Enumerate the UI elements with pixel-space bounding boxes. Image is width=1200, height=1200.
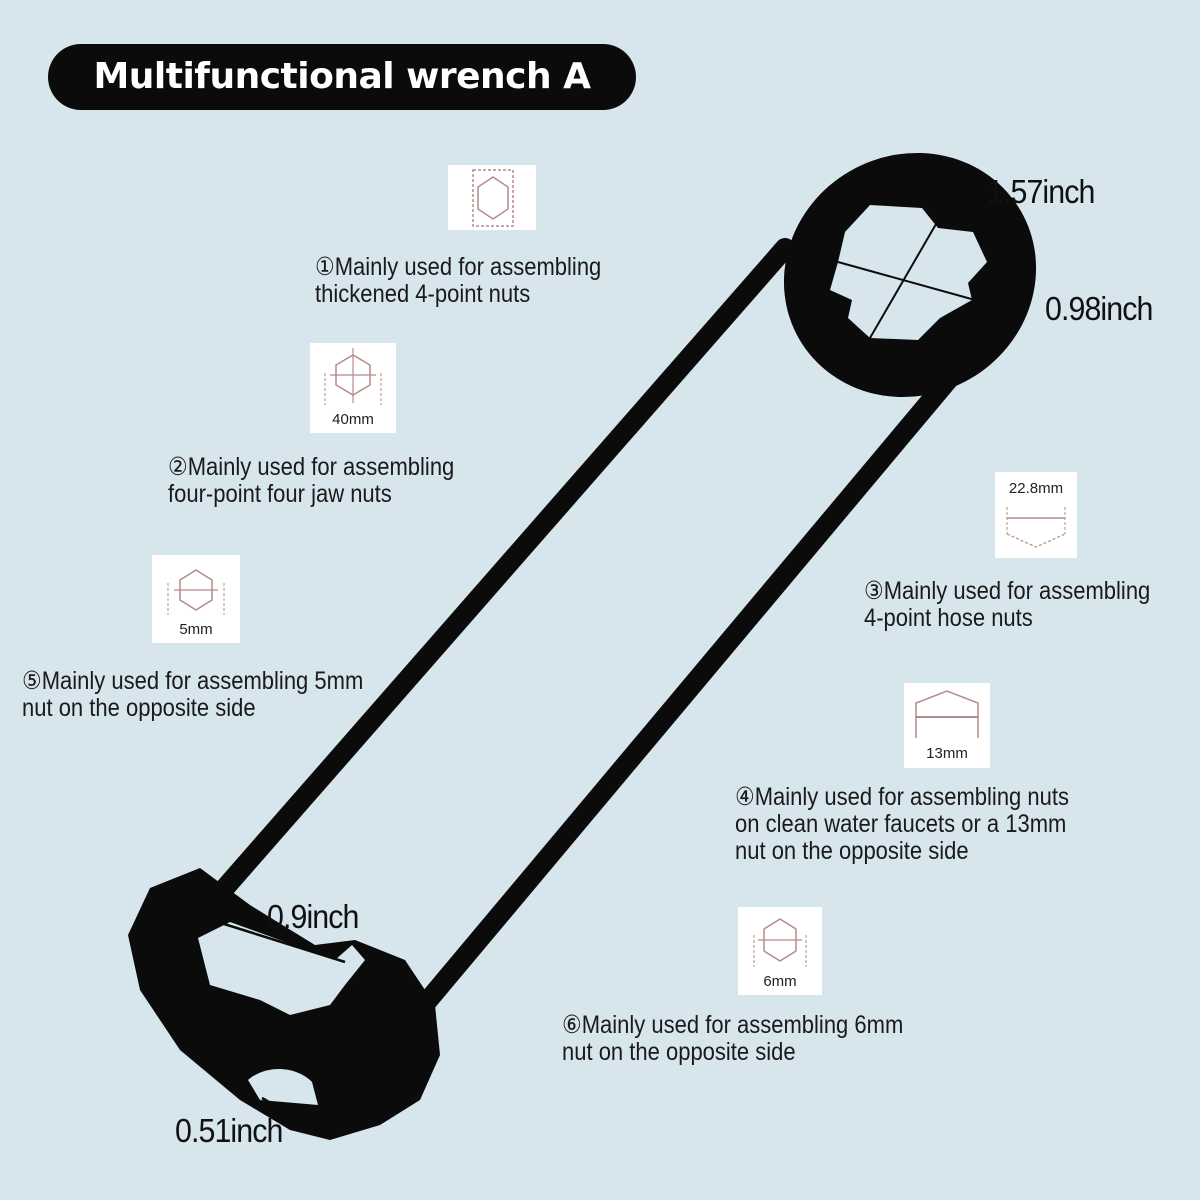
feature-2-line2: four-point four jaw nuts [168, 480, 392, 508]
feature-6-text: ⑥Mainly used for assembling 6mm nut on t… [562, 1012, 903, 1066]
nut-diagram-2: 40mm [310, 343, 396, 433]
feature-6-line2: nut on the opposite side [562, 1038, 796, 1066]
nut-diagram-1 [448, 165, 536, 230]
feature-4-line3: nut on the opposite side [735, 837, 969, 865]
hose-nut-icon [1006, 507, 1066, 548]
feature-5-line1: ⑤Mainly used for assembling 5mm [22, 667, 364, 695]
nut-diagram-2-label: 40mm [332, 411, 374, 428]
nut-diagram-3-label: 22.8mm [1008, 480, 1064, 497]
feature-6-line1: ⑥Mainly used for assembling 6mm [562, 1011, 904, 1039]
feature-1-text: ①Mainly used for assembling thickened 4-… [315, 254, 601, 308]
nut-diagram-3: 22.8mm [995, 472, 1077, 558]
four-point-nut-icon [472, 169, 514, 227]
feature-5-line2: nut on the opposite side [22, 694, 256, 722]
dim-top-height: 0.98inch [1045, 290, 1153, 327]
title-badge: Multifunctional wrench A [48, 44, 636, 110]
five-mm-nut-icon [167, 569, 225, 615]
nut-diagram-5: 5mm [152, 555, 240, 643]
nut-diagram-6-label: 6mm [763, 973, 797, 990]
feature-3-text: ③Mainly used for assembling 4-point hose… [864, 578, 1150, 632]
dim-bottom-small: 0.51inch [175, 1112, 283, 1149]
six-mm-nut-icon [753, 918, 807, 967]
feature-4-line2: on clean water faucets or a 13mm [735, 810, 1067, 838]
nut-diagram-6: 6mm [738, 907, 822, 995]
four-jaw-nut-icon [324, 348, 382, 405]
feature-2-line1: ②Mainly used for assembling [168, 453, 455, 481]
dim-top-width: 1.57inch [987, 173, 1095, 210]
feature-2-text: ②Mainly used for assembling four-point f… [168, 454, 454, 508]
feature-4-line1: ④Mainly used for assembling nuts [735, 783, 1069, 811]
feature-3-line2: 4-point hose nuts [864, 604, 1033, 632]
nut-diagram-4-label: 13mm [926, 745, 968, 762]
nut-diagram-5-label: 5mm [179, 621, 213, 638]
feature-5-text: ⑤Mainly used for assembling 5mm nut on t… [22, 668, 363, 722]
feature-1-line2: thickened 4-point nuts [315, 280, 531, 308]
feature-3-line1: ③Mainly used for assembling [864, 577, 1151, 605]
feature-4-text: ④Mainly used for assembling nuts on clea… [735, 784, 1069, 865]
faucet-nut-icon [915, 690, 979, 738]
dim-bottom-jaw: 0.9inch [267, 898, 359, 935]
feature-1-line1: ①Mainly used for assembling [315, 253, 602, 281]
nut-diagram-4: 13mm [904, 683, 990, 768]
